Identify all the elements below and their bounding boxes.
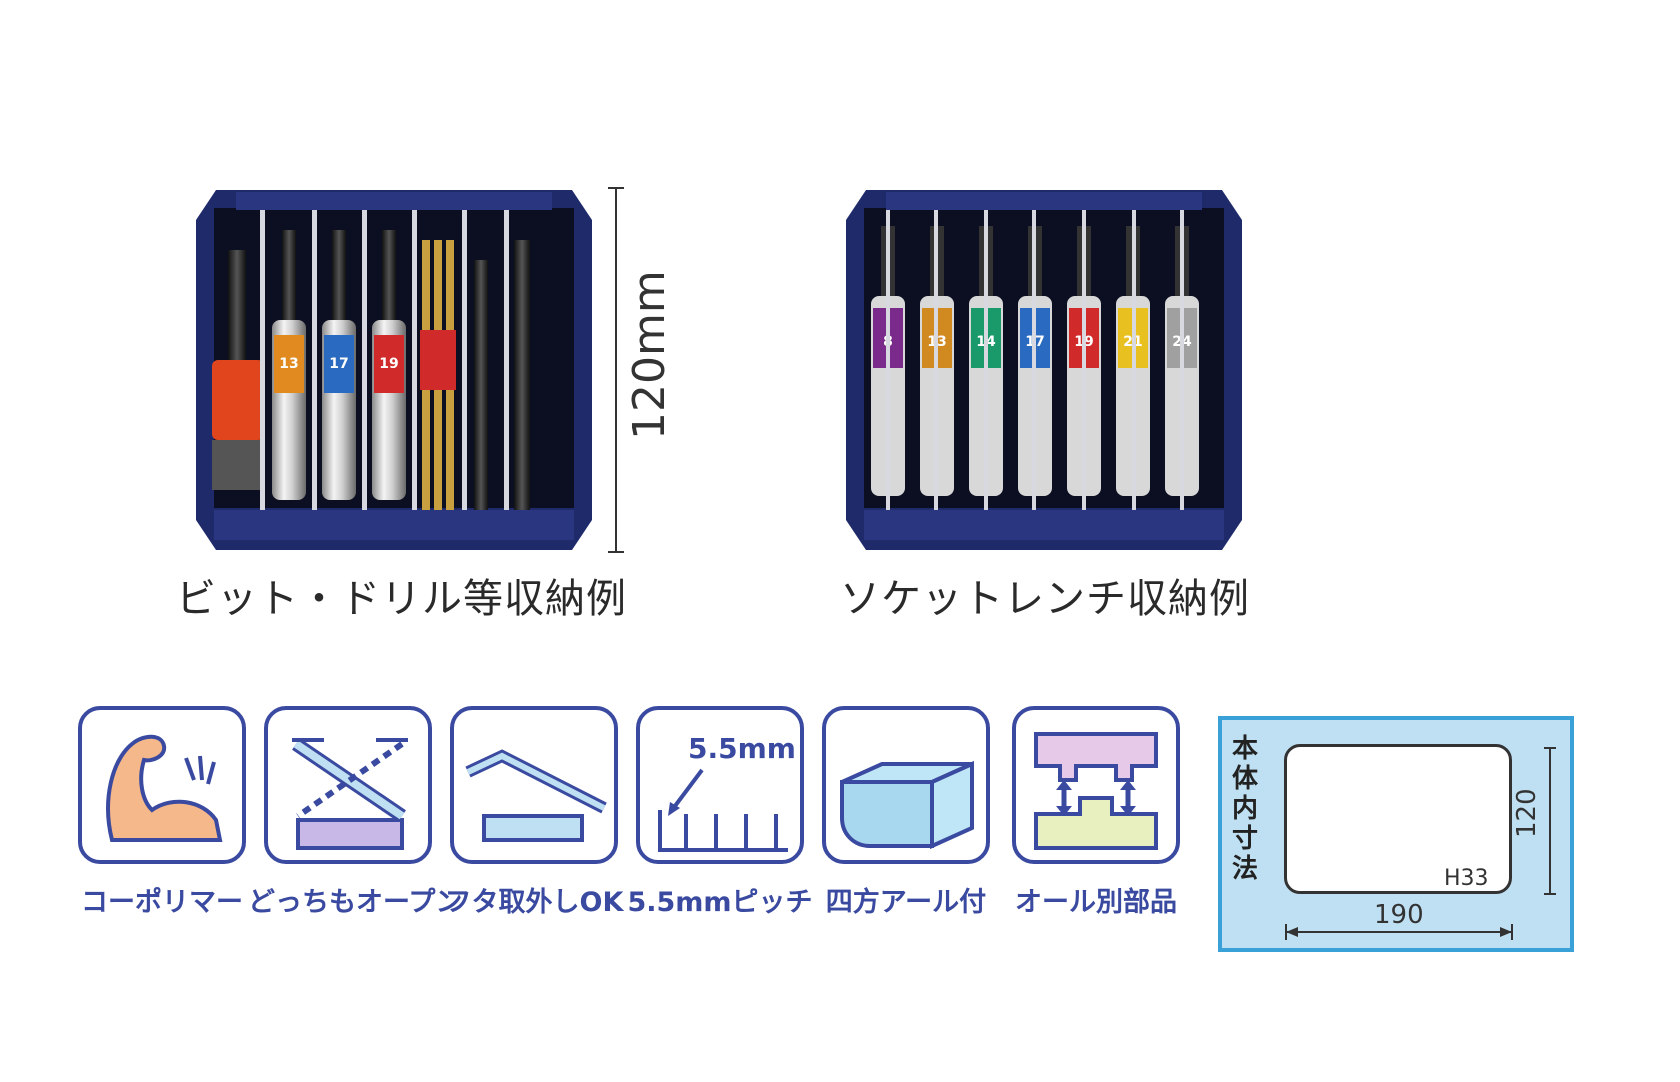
- feature-separate-parts-label: オール別部品: [1015, 887, 1177, 918]
- width-label: 190: [1374, 900, 1424, 930]
- feature-removable-lid: [450, 706, 618, 864]
- depth-label: 120: [1512, 788, 1542, 838]
- socket-wrench-caption: ソケットレンチ収納例: [840, 576, 1250, 622]
- height-dimension-label: 120mm: [624, 270, 675, 440]
- inner-dimensions-panel: 本体内寸法 H33 120 190: [1218, 716, 1574, 952]
- inner-dimensions-outline: [1284, 744, 1512, 894]
- inner-height-label: H33: [1444, 866, 1489, 891]
- removable-lid-icon: [465, 749, 607, 842]
- bit-drill-caption: ビット・ドリル等収納例: [176, 576, 627, 622]
- feature-double-open: [264, 706, 432, 864]
- pitch-label: 5.5mm: [688, 732, 796, 765]
- feature-rounded-corners: [822, 706, 990, 864]
- feature-rounded-corners-label: 四方アール付: [825, 887, 987, 918]
- left-socket-size-1: 13: [279, 356, 298, 372]
- flexed-arm-icon: [106, 734, 223, 842]
- height-dimension-line: [608, 187, 624, 553]
- socket-wrench-case-image: 8131417192124: [846, 190, 1242, 550]
- bit-drill-case-image: 13 17 19: [196, 190, 592, 550]
- separate-parts-icon: [1034, 732, 1158, 850]
- rounded-corner-box-icon: [840, 760, 974, 850]
- pitch-icon: 5.5mm: [658, 732, 796, 852]
- feature-pitch: 5.5mm: [636, 706, 804, 864]
- left-socket-size-2: 17: [329, 356, 348, 372]
- feature-removable-lid-label: フタ取外しOK: [444, 887, 624, 918]
- double-open-lid-icon: [292, 738, 408, 850]
- width-dimension-line: [1285, 924, 1513, 940]
- feature-pitch-label: 5.5mmピッチ: [627, 887, 813, 918]
- depth-dimension-line: [1544, 747, 1556, 895]
- left-socket-size-3: 19: [379, 356, 398, 372]
- feature-copolymer: [78, 706, 246, 864]
- feature-copolymer-label: コーポリマー: [81, 887, 243, 918]
- inner-dimensions-title: 本体内寸法: [1232, 734, 1259, 884]
- feature-double-open-label: どっちもオープン: [248, 887, 463, 918]
- feature-separate-parts: [1012, 706, 1180, 864]
